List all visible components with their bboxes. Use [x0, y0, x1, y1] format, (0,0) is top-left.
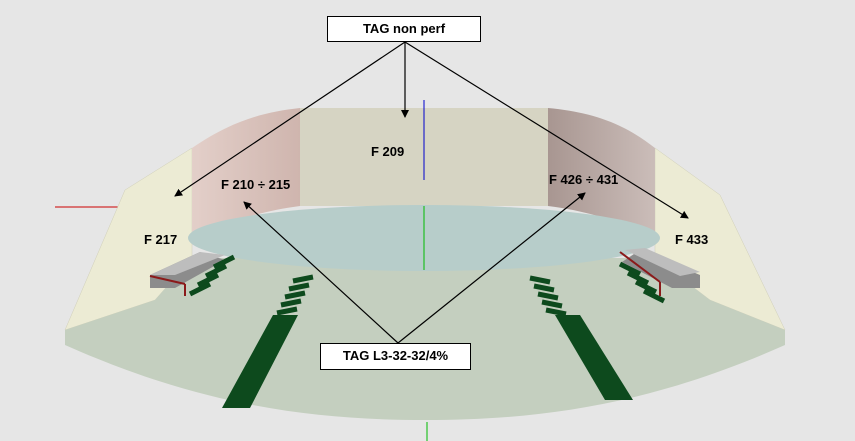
seat-row	[541, 299, 563, 309]
arrow-to-f217	[174, 41, 406, 197]
seat-row	[642, 288, 666, 304]
balcony-right-edge	[619, 251, 661, 283]
seat-row	[276, 306, 298, 316]
arrow-to-f433	[404, 41, 689, 219]
label-left-outer-panel: F 217	[144, 232, 178, 247]
seat-row	[292, 274, 314, 284]
seat-row	[545, 307, 567, 317]
balcony-left-top	[150, 252, 225, 275]
arrow-to-f426	[397, 192, 586, 344]
balcony-right-top	[625, 248, 700, 276]
seat-block-left	[222, 315, 298, 408]
seating-blocks	[188, 254, 666, 408]
label-right-inner-panel: F 426 ÷ 431	[549, 172, 619, 187]
callout-bottom: TAG L3-32-32/4%	[320, 343, 471, 370]
balcony-left-edge	[149, 275, 186, 285]
seat-row	[196, 272, 220, 288]
seat-row	[188, 281, 212, 297]
seat-row	[533, 283, 555, 293]
callout-top: TAG non perf	[327, 16, 481, 42]
label-center-panel: F 209	[371, 144, 405, 159]
seat-row	[529, 275, 551, 285]
seat-row	[626, 270, 650, 286]
arrow-to-f210	[243, 201, 399, 344]
seat-row	[212, 254, 236, 270]
seat-row	[537, 291, 559, 301]
inner-wall-right	[548, 108, 655, 245]
seat-row	[288, 282, 310, 292]
balcony-right	[622, 250, 700, 288]
seat-row	[204, 263, 228, 279]
seat-row	[280, 298, 302, 308]
label-right-outer-panel: F 433	[675, 232, 709, 247]
seat-row	[618, 261, 642, 277]
inner-wall-left	[192, 108, 300, 245]
seat-block-right	[555, 315, 633, 400]
seat-row	[284, 290, 306, 300]
label-left-inner-panel: F 210 ÷ 215	[221, 177, 291, 192]
seat-row	[634, 279, 658, 295]
